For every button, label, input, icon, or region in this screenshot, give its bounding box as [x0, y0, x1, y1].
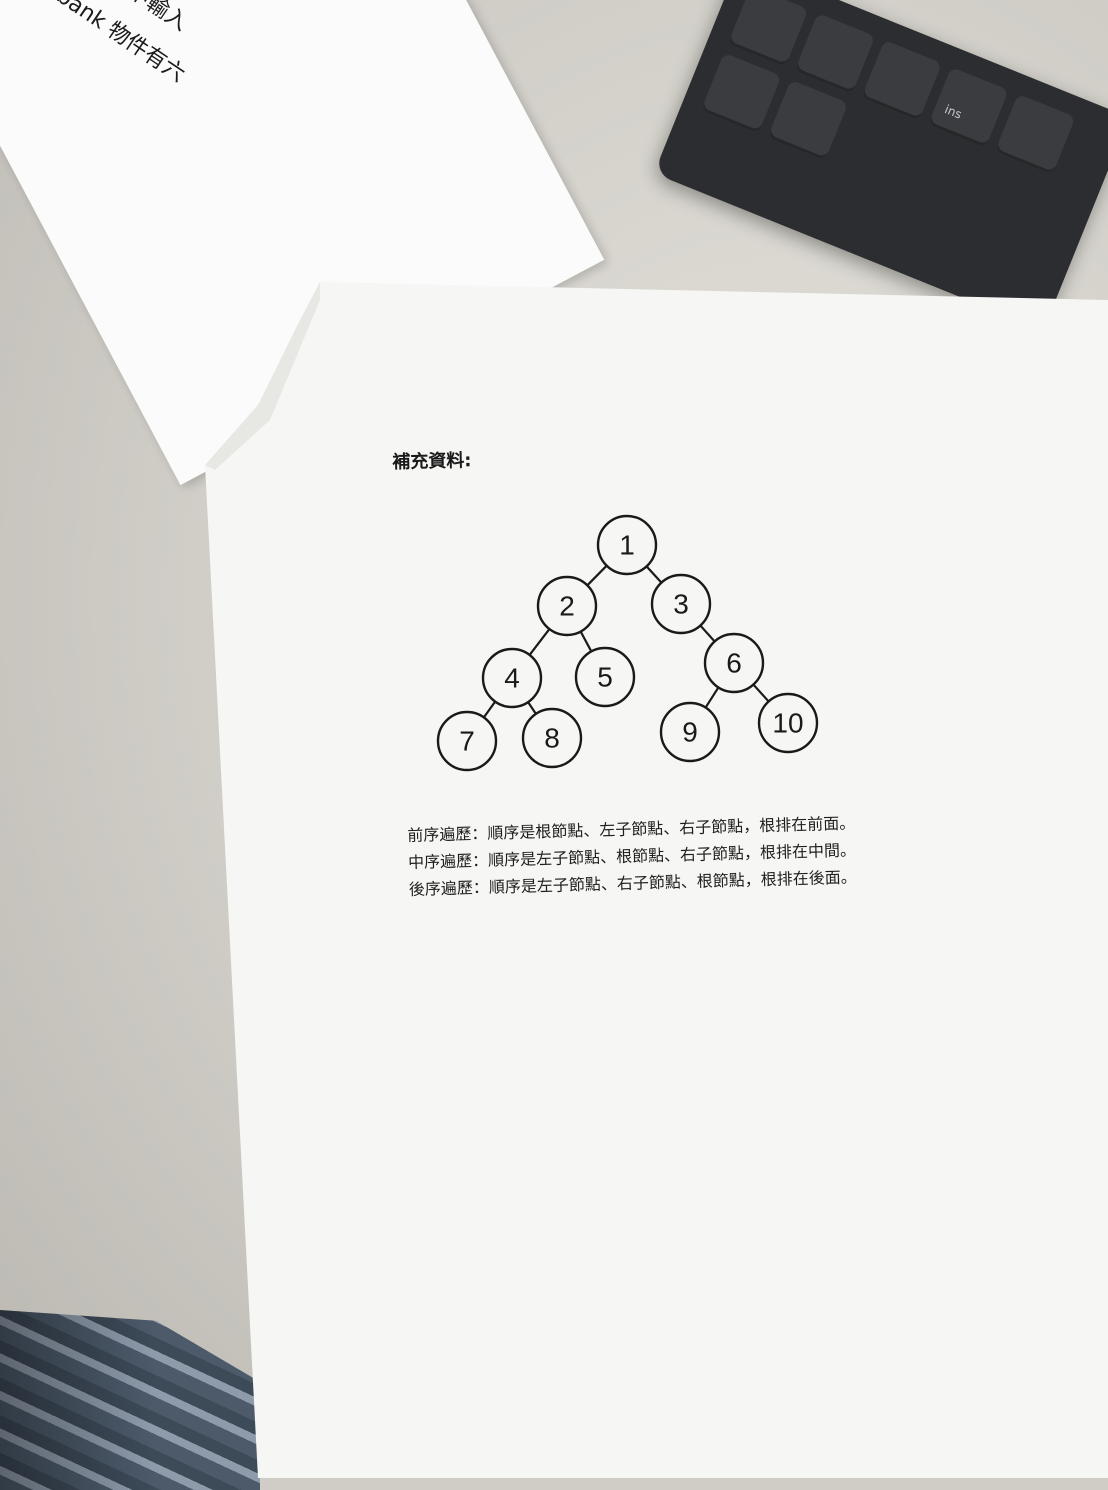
tree-node-10 [757, 692, 819, 754]
tree-edge-1-3 [645, 565, 663, 584]
tree-node-label-3: 3 [673, 589, 689, 620]
tree-node-3 [650, 573, 712, 635]
tree-edge-1-2 [586, 564, 608, 587]
tree-edge-6-9 [704, 686, 720, 709]
tree-node-2 [536, 575, 598, 637]
tree-node-label-5: 5 [597, 662, 613, 693]
tree-edge-3-6 [699, 624, 716, 643]
tree-node-label-7: 7 [459, 726, 475, 757]
tree-edge-4-7 [482, 700, 497, 719]
traversal-descriptions: 前序遍歷：順序是根節點、左子節點、右子節點，根排在前面。 中序遍歷：順序是左子節… [407, 809, 857, 902]
tree-node-label-9: 9 [682, 717, 698, 748]
tree-node-7 [436, 710, 498, 772]
tree-node-label-6: 6 [726, 648, 742, 679]
tree-edges [482, 564, 770, 719]
tree-edge-6-10 [752, 683, 770, 703]
tree-node-1 [596, 514, 658, 576]
tree-node-9 [659, 701, 721, 763]
tree-node-label-4: 4 [504, 663, 520, 694]
tree-node-label-2: 2 [559, 591, 575, 622]
tree-edge-4-8 [527, 701, 537, 715]
tree-node-8 [521, 707, 583, 769]
tree-node-5 [574, 646, 636, 708]
paper-surface [205, 282, 1108, 1478]
tree-node-label-1: 1 [619, 530, 635, 561]
tree-nodes: 1 2 3 4 5 6 7 8 9 10 [436, 514, 819, 772]
tree-node-label-10: 10 [772, 708, 803, 739]
tree-node-6 [703, 632, 765, 694]
tree-node-4 [481, 647, 543, 709]
tree-node-label-8: 8 [544, 723, 560, 754]
tree-edge-2-5 [579, 631, 593, 652]
tree-edge-2-4 [528, 628, 551, 656]
